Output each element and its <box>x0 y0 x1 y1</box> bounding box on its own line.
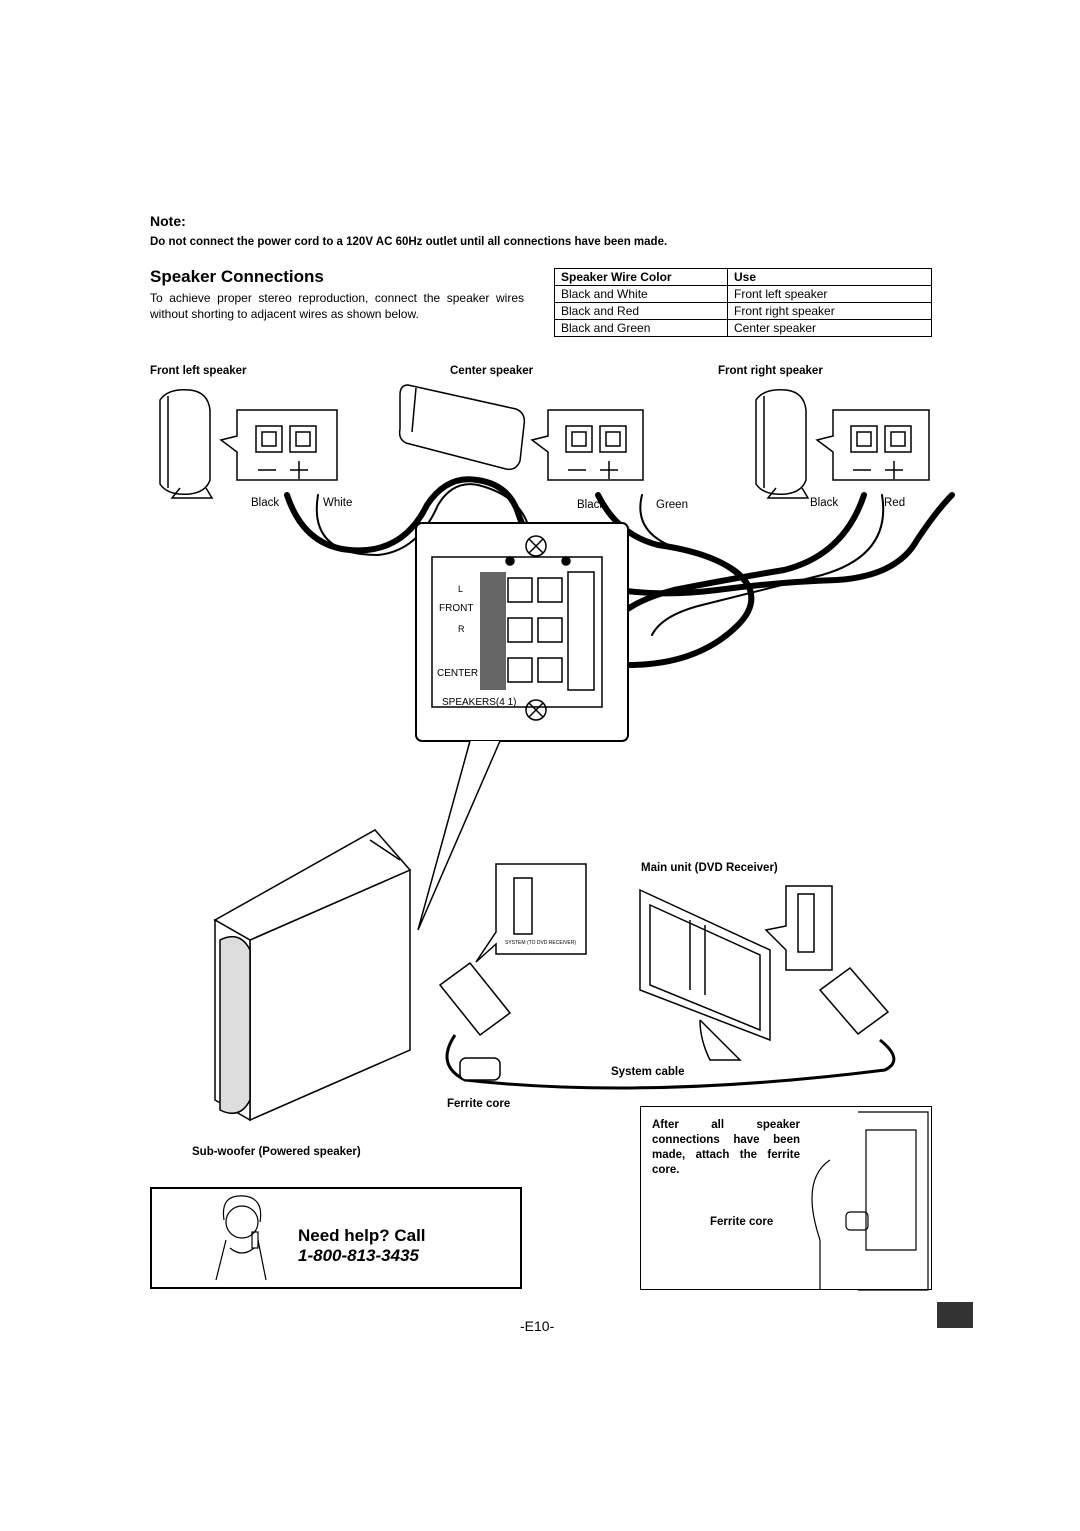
panel-label-speakers: SPEAKERS(4 1) <box>442 697 517 708</box>
table-cell: Black and Green <box>554 319 728 337</box>
ferrite-instruction-box <box>640 1106 932 1290</box>
subwoofer-terminal-panel <box>415 522 629 742</box>
ferrite-instruction-text: After all speaker connections have been … <box>652 1119 800 1176</box>
center-speaker-illustration <box>398 384 526 471</box>
subwoofer-label: Sub-woofer (Powered speaker) <box>192 1146 361 1158</box>
section-intro: To achieve proper stereo reproduction, c… <box>150 291 524 321</box>
wire-label-black: Black <box>810 497 839 509</box>
system-port-label: SYSTEM (TO DVD RECEIVER) <box>505 940 577 946</box>
center-terminal-callout <box>530 409 644 481</box>
table-row: Black and Green Center speaker <box>554 319 932 337</box>
wire-label-red: Red <box>884 497 906 509</box>
center-speaker-label: Center speaker <box>450 365 534 377</box>
section-title: Speaker Connections <box>150 267 324 286</box>
note-text: Do not connect the power cord to a 120V … <box>150 236 668 248</box>
front-right-speaker-illustration <box>755 388 810 499</box>
wire-label-white: White <box>323 497 353 509</box>
main-unit-label: Main unit (DVD Receiver) <box>641 862 778 874</box>
table-cell: Black and Red <box>554 302 728 320</box>
front-left-speaker-label: Front left speaker <box>150 365 247 377</box>
page-number: -E10- <box>520 1318 555 1334</box>
operator-illustration <box>215 1195 267 1281</box>
panel-label-r: R <box>458 624 465 634</box>
table-header: Speaker Wire Color <box>554 268 728 286</box>
help-box <box>150 1187 522 1289</box>
system-cable-label: System cable <box>611 1066 685 1078</box>
front-left-terminal-callout <box>219 409 338 481</box>
system-cable-plugs <box>438 961 890 1037</box>
front-right-terminal-callout <box>815 409 930 481</box>
table-cell: Center speaker <box>727 319 932 337</box>
ferrite-inset-illustration <box>811 1111 929 1291</box>
wire-label-black: Black <box>251 497 280 509</box>
system-port-callout <box>475 863 587 963</box>
panel-label-l: L <box>458 584 464 594</box>
wire-label-black: Black <box>577 499 606 511</box>
ferrite-core-label: Ferrite core <box>447 1098 511 1110</box>
help-phone-number: 1-800-813-3435 <box>298 1246 419 1265</box>
main-unit-port-callout <box>764 885 833 971</box>
ferrite-core-inset-label: Ferrite core <box>710 1216 774 1228</box>
ferrite-core-illustration <box>459 1057 501 1081</box>
note-label: Note: <box>150 213 186 229</box>
wire-label-green: Green <box>656 499 688 511</box>
panel-label-front: FRONT <box>439 603 474 614</box>
table-row: Black and White Front left speaker <box>554 285 932 303</box>
front-left-speaker-illustration <box>159 388 214 499</box>
front-right-speaker-label: Front right speaker <box>718 365 823 377</box>
panel-label-center: CENTER <box>437 668 479 679</box>
section-tab-marker <box>937 1302 973 1328</box>
system-cable <box>445 1034 896 1090</box>
table-cell: Black and White <box>554 285 728 303</box>
main-unit-illustration <box>639 888 771 1061</box>
speaker-wire-table: Speaker Wire Color Use Black and White F… <box>554 268 932 337</box>
help-title: Need help? Call <box>298 1226 426 1245</box>
subwoofer-illustration <box>213 829 412 1122</box>
